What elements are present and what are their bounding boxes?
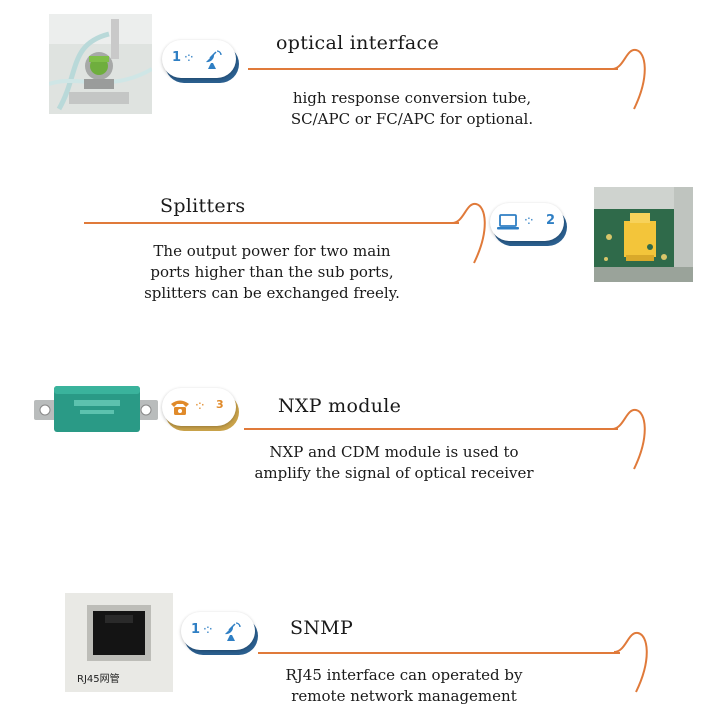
badge-number: 2 xyxy=(546,213,556,228)
rj45-port-photo: RJ45网管 xyxy=(65,593,173,692)
feature-title: Splitters xyxy=(160,195,246,217)
accent-line xyxy=(84,222,459,224)
feature-description: NXP and CDM module is used to amplify th… xyxy=(254,443,534,482)
accent-line xyxy=(244,428,618,430)
feature-badge-4: 1 ·:· xyxy=(181,612,258,655)
feature-badge-2: ·:· 2 xyxy=(490,203,567,246)
dots-icon: ·:· xyxy=(195,398,205,412)
feature-badge-3: ·:· 3 xyxy=(162,388,239,431)
arrow-hook xyxy=(613,631,648,693)
badge-number: 1 xyxy=(191,622,201,637)
badge-number: 3 xyxy=(216,398,224,411)
satellite-dish-icon xyxy=(206,50,222,69)
feature-title: optical interface xyxy=(276,32,440,54)
telephone-icon xyxy=(171,400,189,415)
port-label: RJ45网管 xyxy=(77,674,120,685)
laptop-icon xyxy=(497,214,519,230)
arrow-hook xyxy=(611,408,646,470)
dots-icon: ·:· xyxy=(203,622,213,636)
feature-description: high response conversion tube, SC/APC or… xyxy=(290,89,534,128)
badge-number: 1 xyxy=(172,50,182,65)
dots-icon: ·:· xyxy=(524,213,534,227)
optical-connector-photo xyxy=(49,14,152,114)
feature-title: NXP module xyxy=(278,395,402,417)
splitter-board-photo xyxy=(594,187,693,282)
arrow-hook xyxy=(611,48,646,110)
arrow-hook xyxy=(451,202,486,264)
feature-description: The output power for two main ports high… xyxy=(144,242,400,302)
satellite-dish-icon xyxy=(225,622,241,641)
feature-description: RJ45 interface can operated by remote ne… xyxy=(285,666,523,705)
feature-badge-1: 1 ·:· xyxy=(162,40,239,83)
accent-line xyxy=(248,68,618,70)
accent-line xyxy=(258,652,620,654)
nxp-module-photo xyxy=(34,382,158,436)
feature-title: SNMP xyxy=(290,617,354,639)
dots-icon: ·:· xyxy=(184,50,194,64)
